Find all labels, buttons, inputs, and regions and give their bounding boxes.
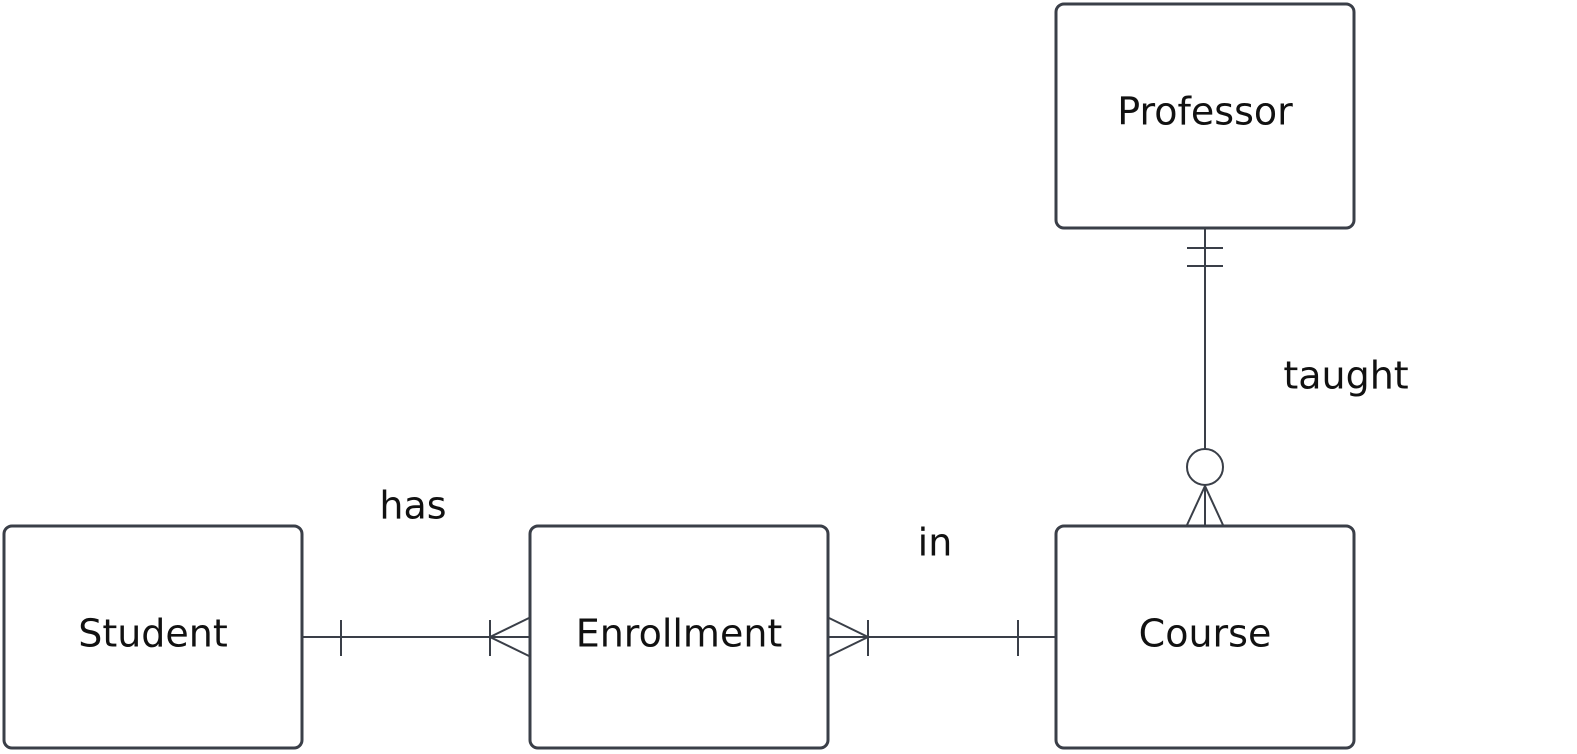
relationship-taught: taught bbox=[1186, 229, 1409, 526]
entity-label-student: Student bbox=[78, 612, 228, 656]
crow-foot-course-top bbox=[1186, 483, 1224, 526]
relationship-label-in: in bbox=[918, 521, 953, 565]
entity-enrollment: Enrollment bbox=[528, 524, 830, 750]
entity-student: Student bbox=[2, 524, 304, 750]
relationship-label-has: has bbox=[379, 484, 446, 528]
entity-course: Course bbox=[1054, 524, 1356, 750]
relationship-in: in bbox=[828, 521, 1056, 657]
entity-label-professor: Professor bbox=[1117, 90, 1293, 134]
entity-box-professor bbox=[1054, 2, 1356, 230]
entity-label-enrollment: Enrollment bbox=[576, 612, 783, 656]
entity-label-course: Course bbox=[1139, 612, 1272, 656]
entity-box-course bbox=[1054, 524, 1356, 750]
crow-foot-enrollment-left bbox=[487, 617, 530, 657]
relationship-has: has bbox=[303, 484, 530, 657]
zero-circle-course bbox=[1186, 448, 1224, 486]
relationship-label-taught: taught bbox=[1283, 354, 1408, 398]
entity-professor: Professor bbox=[1054, 2, 1356, 230]
entity-box-enrollment bbox=[528, 524, 830, 750]
entity-box-student bbox=[2, 524, 304, 750]
